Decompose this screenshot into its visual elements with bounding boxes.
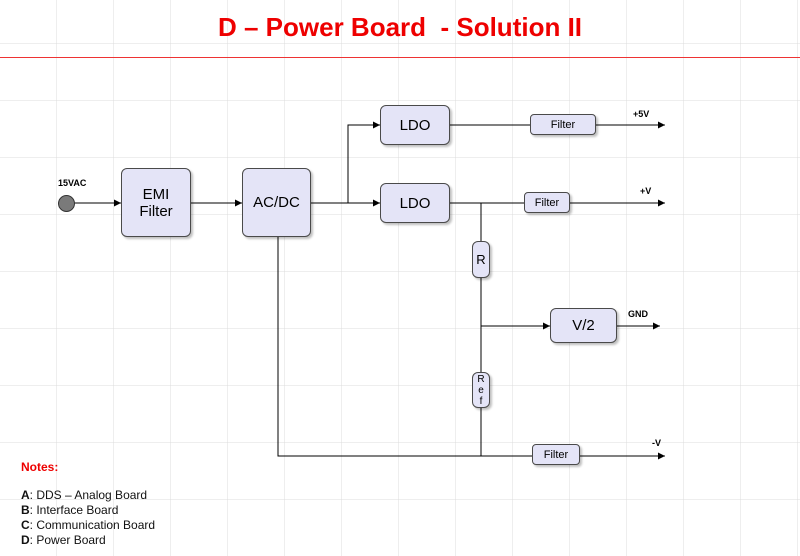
notes-heading: Notes:	[21, 460, 59, 474]
acdc-block: AC/DC	[242, 168, 311, 237]
plus5v-label: +5V	[633, 109, 650, 119]
input-terminal	[58, 195, 75, 212]
plusv-label: +V	[640, 186, 652, 196]
note-text: Power Board	[36, 533, 106, 547]
note-key: D	[21, 533, 30, 547]
ldo-mid-block: LDO	[380, 183, 450, 223]
page-title: D – Power Board - Solution II	[217, 12, 583, 42]
input-label: 15VAC	[58, 178, 87, 188]
title-divider	[0, 57, 800, 58]
note-item-c: C: Communication Board	[21, 518, 155, 533]
note-item-b: B: Interface Board	[21, 503, 155, 518]
filter-bottom-block: Filter	[532, 444, 580, 465]
minusv-label: -V	[652, 438, 661, 448]
note-key: A	[21, 488, 30, 502]
note-separator: :	[29, 488, 37, 502]
filter-top-block: Filter	[530, 114, 596, 135]
reference-block: Ref	[472, 372, 490, 408]
resistor-block: R	[472, 241, 490, 278]
notes-panel: Notes: A: DDS – Analog Board B: Interfac…	[21, 460, 155, 548]
note-separator: :	[29, 533, 37, 547]
note-separator: :	[29, 518, 37, 532]
note-item-a: A: DDS – Analog Board	[21, 488, 155, 503]
gnd-label: GND	[628, 309, 648, 319]
emi-filter-block: EMI Filter	[121, 168, 191, 237]
note-text: Interface Board	[36, 503, 119, 517]
filter-mid-block: Filter	[524, 192, 570, 213]
ldo-top-block: LDO	[380, 105, 450, 145]
wire-acdc-ldo-top	[347, 121, 380, 203]
note-separator: :	[29, 503, 37, 517]
vhalf-block: V/2	[550, 308, 617, 343]
note-key: C	[21, 518, 30, 532]
note-item-d: D: Power Board	[21, 533, 155, 548]
reference-label: Ref	[477, 373, 485, 407]
note-text: DDS – Analog Board	[36, 488, 148, 502]
note-key: B	[21, 503, 30, 517]
note-text: Communication Board	[36, 518, 156, 532]
wire-acdc-bottom	[277, 237, 532, 457]
